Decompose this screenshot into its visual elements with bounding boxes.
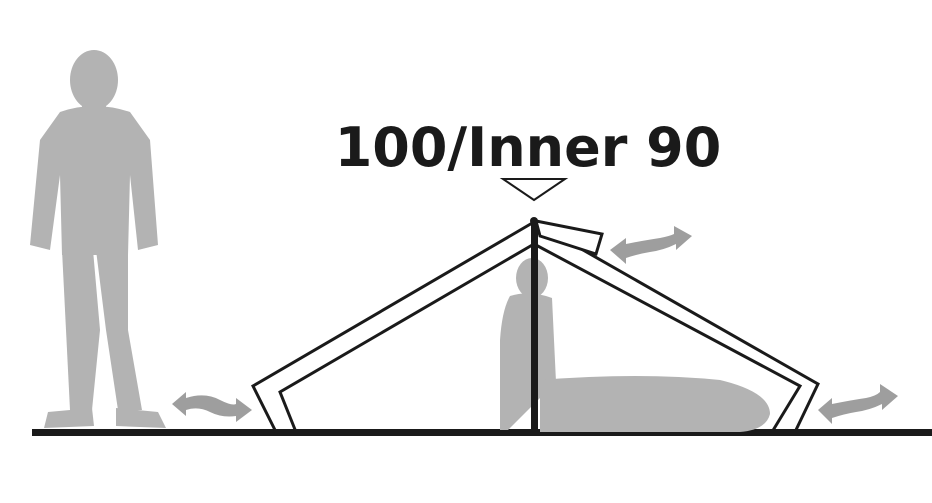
height-label: 100/Inner 90 <box>335 116 722 179</box>
ventilation-arrow-icon <box>172 392 252 422</box>
vent-flap <box>533 219 604 256</box>
inner-tent-outline <box>278 242 803 433</box>
ground-line <box>32 429 932 436</box>
pole-tip <box>530 217 538 225</box>
tent-fly-outline <box>251 220 820 433</box>
center-pole <box>531 220 538 433</box>
ventilation-arrow-icon <box>818 384 898 424</box>
standing-person-icon <box>30 50 166 428</box>
sitting-person-icon <box>500 258 770 432</box>
ventilation-arrow-icon <box>610 226 692 264</box>
height-marker-icon <box>499 178 569 202</box>
